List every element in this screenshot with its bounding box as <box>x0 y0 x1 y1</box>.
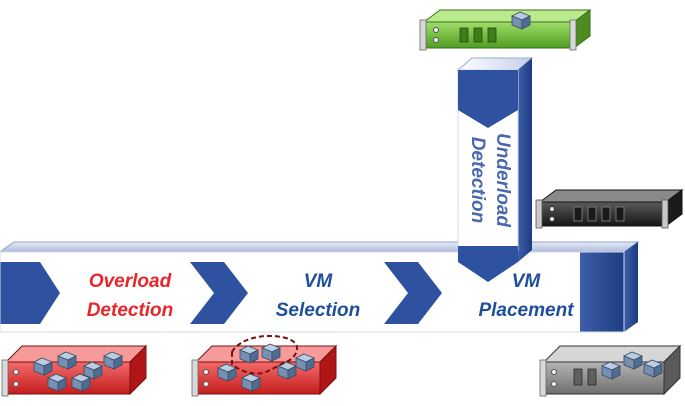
underloaded-server-icon <box>419 9 592 51</box>
dark-server-icon <box>535 189 684 229</box>
gray-server-icon <box>539 344 682 397</box>
stage-vm-selection: VM Selection <box>276 271 360 321</box>
stage-overload-detection: Overload Detection <box>87 271 174 321</box>
overload-label-line1: Overload <box>89 271 172 292</box>
overloaded-server-icon-2 <box>191 334 338 397</box>
stage-underload-detection: Underload Detection <box>467 133 513 227</box>
horizontal-pipe <box>0 241 640 333</box>
vertical-pipe <box>456 57 534 282</box>
selection-label-line2: Selection <box>276 300 360 321</box>
vm-selection-outline <box>231 334 298 375</box>
overloaded-server-icon-1 <box>1 344 148 397</box>
selection-label-line1: VM <box>304 271 334 292</box>
stage-vm-placement: VM Placement <box>478 271 574 321</box>
placement-label-line2: Placement <box>478 300 574 321</box>
placement-label-line1: VM <box>512 271 542 292</box>
underload-label-line2: Detection <box>467 137 488 224</box>
overload-label-line2: Detection <box>87 300 174 321</box>
underload-label-line1: Underload <box>492 133 513 227</box>
